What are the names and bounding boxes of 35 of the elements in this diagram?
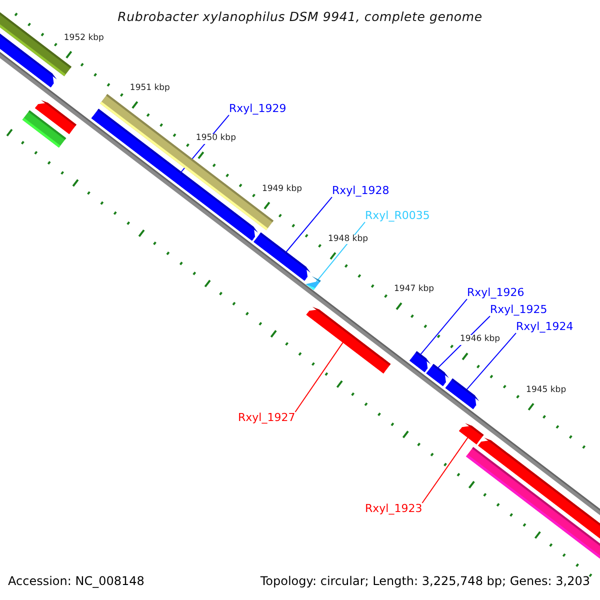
genome-info-text: Topology: circular; Length: 3,225,748 bp; Genes: 3,203 (260, 575, 590, 588)
gene-feature (22, 110, 66, 148)
gene-label: Rxyl_R0035 (365, 210, 430, 222)
scale-label: 1947 kbp (394, 285, 434, 294)
accession-text: Accession: NC_008148 (8, 575, 144, 588)
gene-feature (426, 364, 449, 386)
gene-feature (466, 446, 600, 559)
scale-label: 1952 kbp (64, 34, 104, 44)
leader-line (466, 332, 516, 390)
gene-feature (306, 276, 321, 290)
scale-label: 1945 kbp (526, 386, 566, 396)
leader-line (420, 298, 468, 355)
gene-feature (459, 423, 484, 444)
gene-label: Rxyl_1926 (467, 287, 524, 300)
leader-line (286, 196, 332, 252)
scale-label: 1951 kbp (130, 84, 170, 94)
leader-line (316, 222, 366, 282)
gene-feature (254, 232, 311, 281)
gene-label: Rxyl_1923 (365, 503, 422, 516)
scale-label: 1946 kbp (460, 335, 500, 345)
gene-label: Rxyl_1924 (516, 321, 574, 334)
chart-title: Rubrobacter xylanophilus DSM 9941, complete genome (116, 10, 484, 24)
gene-feature (445, 378, 480, 410)
leader-line (294, 342, 344, 412)
gene-feature (0, 34, 57, 88)
scale-label: 1949 kbp (262, 184, 302, 194)
gene-label: Rxyl_1927 (238, 412, 296, 424)
gene-label: Rxyl_1925 (490, 304, 548, 316)
scale-label: 1948 kbp (328, 234, 368, 244)
scale-label: 1950 kbp (196, 134, 236, 144)
leader-line (422, 437, 468, 504)
gene-feature (306, 306, 391, 374)
gene-label: Rxyl_1929 (229, 103, 286, 116)
gene-feature (410, 351, 431, 372)
gene-label: Rxyl_1928 (332, 185, 390, 198)
